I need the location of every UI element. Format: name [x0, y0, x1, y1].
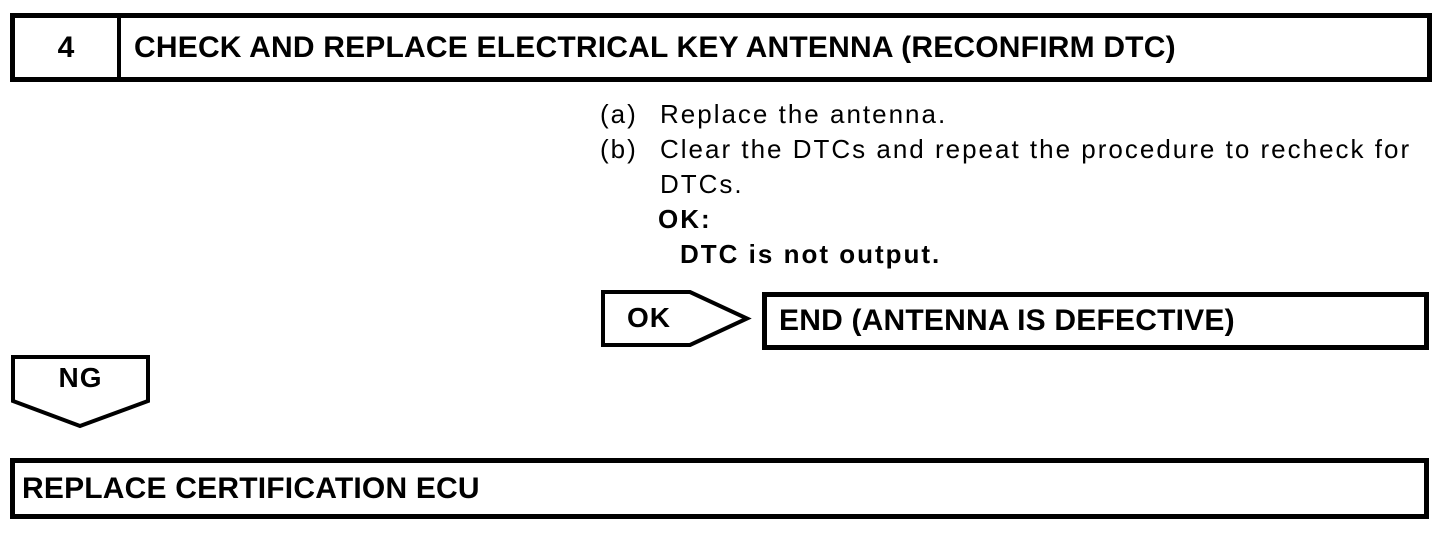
procedure-steps: (a) Replace the antenna. (b) Clear the D…: [600, 97, 1456, 272]
ok-heading: OK:: [658, 204, 712, 234]
step-text: Replace the antenna.: [660, 99, 948, 129]
ok-connector-arrow-icon: [601, 290, 752, 347]
ng-action-text: REPLACE CERTIFICATION ECU: [22, 471, 480, 505]
step-title: CHECK AND REPLACE ELECTRICAL KEY ANTENNA…: [134, 30, 1176, 64]
ng-action-box: REPLACE CERTIFICATION ECU: [10, 458, 1429, 519]
step-header-box: 4 CHECK AND REPLACE ELECTRICAL KEY ANTEN…: [10, 13, 1432, 82]
procedure-step: (b) Clear the DTCs and repeat the proced…: [600, 132, 1456, 202]
end-result-box: END (ANTENNA IS DEFECTIVE): [762, 292, 1429, 350]
ok-connector-label: OK: [627, 302, 671, 333]
step-text: Clear the DTCs and repeat the procedure …: [660, 134, 1412, 199]
ng-connector-label: NG: [58, 362, 103, 393]
ok-condition: DTC is not output.: [680, 239, 942, 269]
step-number: 4: [15, 18, 121, 77]
step-label: (b): [600, 134, 638, 164]
ng-connector-arrow-icon: [11, 355, 150, 429]
procedure-step: (a) Replace the antenna.: [600, 97, 1456, 132]
step-label: (a): [600, 99, 638, 129]
end-result-text: END (ANTENNA IS DEFECTIVE): [779, 304, 1235, 337]
